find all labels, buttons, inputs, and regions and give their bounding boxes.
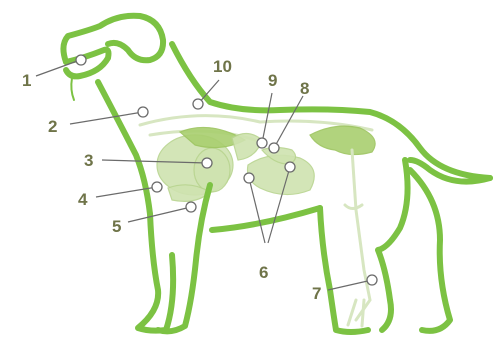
snout-outline [63, 46, 112, 80]
leader-line-6a [248, 177, 266, 244]
label-9: 9 [268, 71, 277, 90]
paw-bone [346, 298, 366, 328]
belly-outline [209, 205, 323, 233]
hind-leg-back-outline [375, 157, 411, 333]
marker-pin-10 [192, 98, 204, 110]
leader-lines [35, 59, 373, 291]
hind-leg-bone [350, 148, 372, 322]
marker-pin-6b [284, 161, 296, 173]
marker-pin-6a [243, 172, 255, 184]
front-leg-outline [135, 211, 177, 334]
throat-chest-outline [95, 79, 153, 217]
marker-pin-4 [151, 181, 163, 193]
leader-line-7 [327, 279, 373, 291]
dog-outline [60, 12, 493, 335]
label-5: 5 [112, 217, 121, 236]
marker-pin-5 [185, 201, 197, 213]
tail-outline [407, 157, 493, 185]
marker-pins [75, 54, 378, 286]
head-back-outline [60, 12, 167, 65]
leader-line-3 [101, 159, 208, 164]
far-hind-leg-outline [407, 167, 453, 334]
hind-leg-front-outline [317, 205, 371, 335]
label-8: 8 [300, 79, 309, 98]
marker-pin-1 [75, 54, 87, 66]
marker-pin-9 [256, 137, 268, 149]
pelvis-organ [309, 125, 376, 156]
label-10: 10 [213, 57, 232, 76]
label-3: 3 [84, 151, 93, 170]
marker-pin-8 [268, 142, 280, 154]
leader-line-2 [69, 111, 144, 125]
front-leg-inner-outline [155, 182, 213, 335]
tongue-outline [70, 77, 75, 101]
leader-line-6b [267, 166, 291, 244]
leader-line-5 [127, 206, 192, 223]
marker-pin-3 [201, 157, 213, 169]
label-4: 4 [78, 190, 88, 209]
label-7: 7 [312, 284, 321, 303]
leader-line-1 [35, 59, 81, 77]
leader-line-4 [95, 186, 158, 198]
leader-line-8 [273, 95, 304, 149]
marker-pin-2 [137, 106, 149, 118]
spine-bone [138, 114, 374, 132]
knee-bone [343, 203, 364, 210]
neck-back-outline [169, 41, 493, 181]
number-labels: 1 2 3 4 5 6 7 8 9 10 [22, 57, 321, 303]
leader-line-9 [261, 92, 273, 144]
label-1: 1 [22, 71, 31, 90]
label-6: 6 [259, 263, 268, 282]
label-2: 2 [48, 117, 57, 136]
liver-organ [231, 132, 263, 161]
marker-pin-7 [366, 274, 378, 286]
